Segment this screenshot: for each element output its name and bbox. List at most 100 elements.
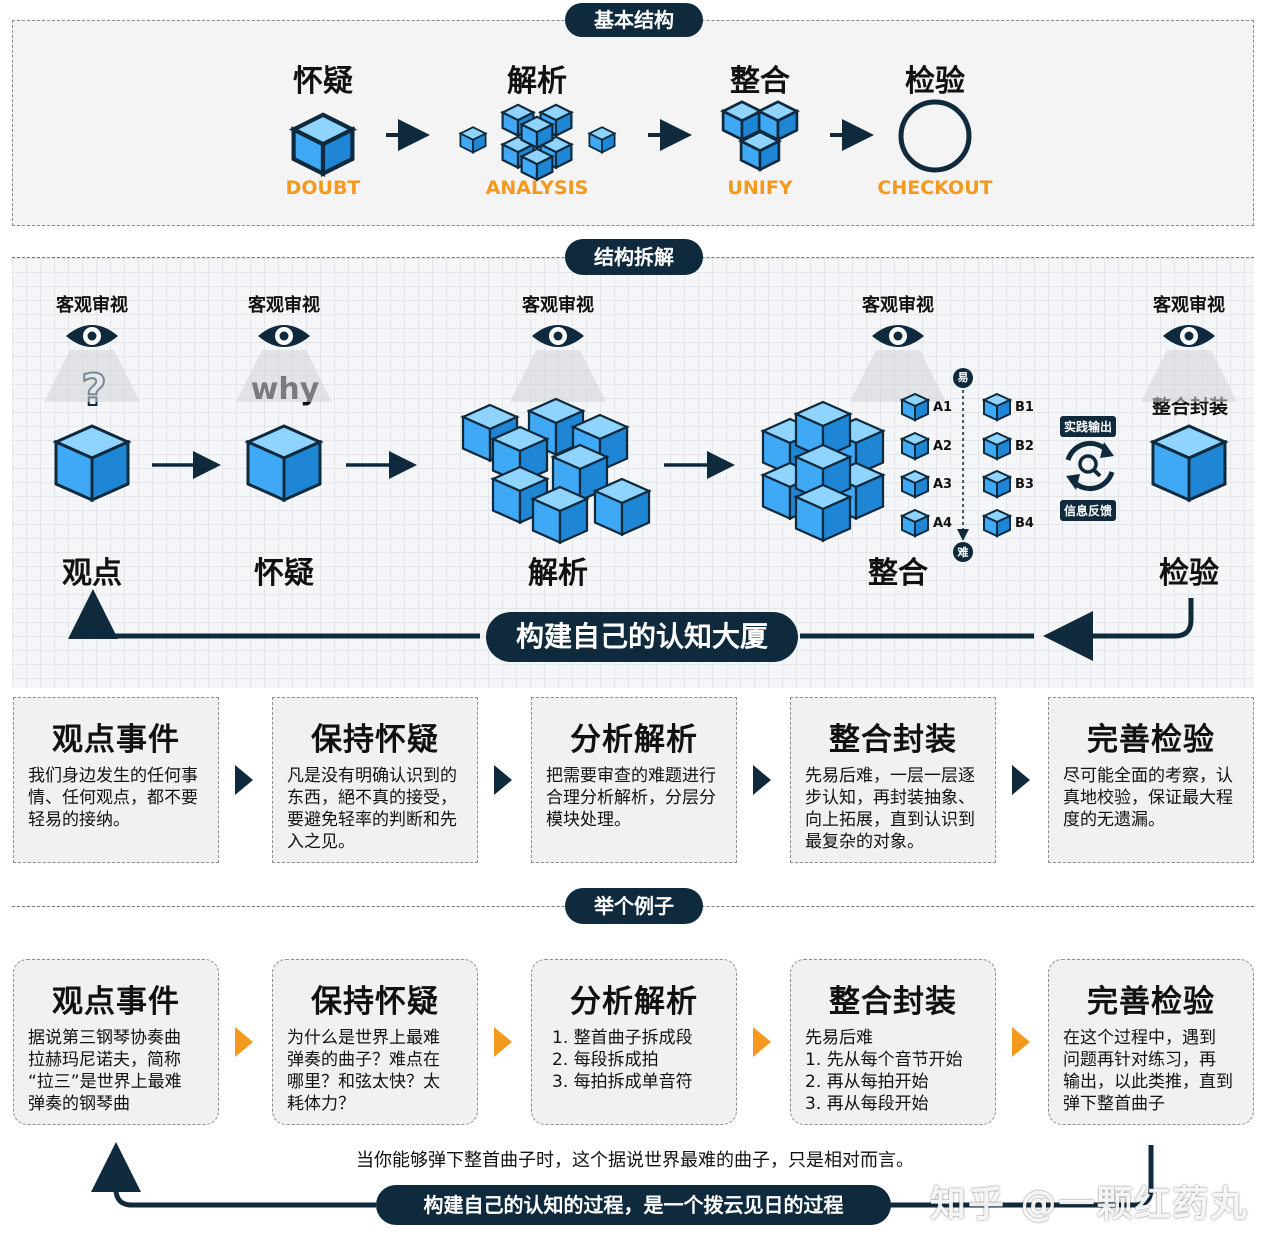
loop-arrow-icon [890, 1145, 1154, 1208]
small-cube-icon [983, 432, 1011, 460]
label-b3: B3 [1015, 477, 1034, 492]
card-title: 完善检验 [1087, 984, 1215, 1020]
card-checkout: 完善检验 尽可能全面的考察，认真地校验，保证最大程度的无遗漏。 [1048, 697, 1254, 863]
example-card-doubt: 保持怀疑 为什么是世界上最难弹奏的曲子？难点在哪里？和弦太快？太耗体力？ [272, 959, 478, 1125]
cube-icon [1151, 424, 1227, 502]
observe-label: 客观审视 [1153, 295, 1225, 316]
stage-unify: 整合 [868, 556, 928, 591]
label-a1: A1 [933, 400, 953, 415]
chevron-right-icon [1012, 765, 1030, 795]
step-unify-en: UNIFY [727, 177, 793, 199]
small-cube-icon [901, 470, 929, 498]
card-unify: 整合封装 先易后难，一层一层逐步认知，再封装抽象、向上拓展，直到认识到最复杂的对… [790, 697, 996, 863]
cube-icon [246, 424, 322, 502]
exploded-cube-cluster-icon [461, 397, 651, 544]
card-analysis: 分析解析 把需要审查的难题进行合理分析解析，分层分模块处理。 [531, 697, 737, 863]
example-card-checkout: 完善检验 在这个过程中，遇到问题再针对练习，再输出，以此类推，直到弹下整首曲子 [1048, 959, 1254, 1125]
card-body: 我们身边发生的任何事情、任何观点，都不要轻易的接纳。 [28, 766, 198, 830]
label-a3: A3 [933, 477, 953, 492]
section-title-example: 举个例子 [565, 888, 703, 924]
eye-icon [532, 325, 584, 347]
observe-label: 客观审视 [248, 295, 320, 316]
loop-arrow-icon [91, 1142, 376, 1208]
easy-label: 易 [957, 371, 969, 384]
card-body: 据说第三钢琴协奏曲拉赫玛尼诺夫，简称“拉三”是世界上最难弹奏的钢琴曲 [28, 1028, 182, 1114]
step-checkout-title: 检验 [905, 64, 965, 99]
section-title-breakdown: 结构拆解 [565, 239, 703, 275]
observe-label: 客观审视 [56, 295, 128, 316]
step-analysis-title: 解析 [507, 64, 567, 99]
step-doubt-title: 怀疑 [293, 64, 353, 99]
chevron-right-icon [235, 765, 253, 795]
small-cube-icon [983, 393, 1011, 421]
small-cube-icon [983, 470, 1011, 498]
card-title: 整合封装 [829, 722, 957, 758]
eye-icon [872, 325, 924, 347]
observe-label: 客观审视 [522, 295, 594, 316]
card-body: 先易后难，一层一层逐步认知，再封装抽象、向上拓展，直到认识到最复杂的对象。 [805, 766, 975, 852]
card-title: 保持怀疑 [311, 722, 439, 758]
eye-icon [1163, 325, 1215, 347]
step-analysis-en: ANALYSIS [485, 177, 589, 199]
refresh-search-icon [1065, 440, 1115, 492]
section-title-basic: 基本结构 [565, 3, 703, 37]
cube-cluster-icon [459, 103, 616, 181]
card-title: 分析解析 [570, 984, 698, 1020]
stage-checkout: 检验 [1159, 556, 1219, 591]
chevron-right-icon [753, 1027, 771, 1057]
practice-output-tag: 实践输出 [1060, 416, 1117, 437]
stage-doubt: 怀疑 [254, 556, 314, 591]
card-title: 保持怀疑 [311, 984, 439, 1020]
basic-structure-graphics [0, 99, 972, 181]
label-b1: B1 [1015, 400, 1034, 415]
card-keep-doubt: 保持怀疑 凡是没有明确认识到的东西，絕不真的接受，要避免轻率的判断和先入之见。 [272, 697, 478, 863]
banner-cognitive-building: 构建自己的认知大厦 [486, 612, 798, 662]
card-title: 完善检验 [1087, 722, 1215, 758]
loop-arrow-icon [1043, 598, 1194, 661]
stage-analysis: 解析 [528, 556, 588, 591]
breakdown-graphics [44, 325, 1237, 661]
eye-icon [258, 325, 310, 347]
conclusion-text: 当你能够弹下整首曲子时，这个据说世界最难的曲子，只是相对而言。 [356, 1150, 914, 1171]
circle-icon [898, 99, 972, 173]
banner-cognitive-process: 构建自己的认知的过程，是一个拨云见日的过程 [376, 1185, 891, 1225]
card-viewpoint-event: 观点事件 我们身边发生的任何事情、任何观点，都不要轻易的接纳。 [13, 697, 219, 863]
card-title: 分析解析 [570, 722, 698, 758]
example-card-viewpoint: 观点事件 据说第三钢琴协奏曲拉赫玛尼诺夫，简称“拉三”是世界上最难弹奏的钢琴曲 [13, 959, 219, 1125]
stage-viewpoint: 观点 [62, 556, 122, 591]
basic-structure-panel [12, 20, 1254, 226]
feedback-tag: 信息反馈 [1060, 500, 1117, 521]
small-cube-icon [901, 432, 929, 460]
cube-icon [294, 115, 353, 174]
small-cube-icon [983, 509, 1011, 537]
card-body: 尽可能全面的考察，认真地校验，保证最大程度的无遗漏。 [1063, 766, 1233, 830]
card-body: 把需要审查的难题进行合理分析解析，分层分模块处理。 [546, 766, 716, 830]
cube-icon [54, 424, 130, 502]
chevron-right-icon [494, 765, 512, 795]
label-b2: B2 [1015, 439, 1034, 454]
chevron-right-icon [1012, 1027, 1030, 1057]
card-body: 在这个过程中，遇到问题再针对练习，再输出，以此类推，直到弹下整首曲子 [1063, 1028, 1233, 1114]
step-doubt-en: DOUBT [285, 177, 361, 199]
card-title: 观点事件 [52, 722, 180, 758]
small-cube-icon [901, 393, 929, 421]
card-title: 整合封装 [829, 984, 957, 1020]
card-title: 观点事件 [52, 984, 180, 1020]
cube-unify-icon [721, 100, 799, 171]
label-b4: B4 [1015, 516, 1034, 531]
chevron-right-icon [235, 1027, 253, 1057]
eye-icon [66, 325, 118, 347]
observe-label: 客观审视 [862, 295, 934, 316]
small-cube-icon [901, 509, 929, 537]
bottom-loop-graphics [91, 1142, 1154, 1208]
watermark: 知乎 @一颗红药丸 [930, 1184, 1249, 1225]
unified-cube-cluster-icon [761, 400, 885, 542]
step-unify-title: 整合 [730, 64, 790, 99]
hard-label: 难 [957, 546, 969, 559]
chevron-right-icon [494, 1027, 512, 1057]
card-body: 凡是没有明确认识到的东西，絕不真的接受，要避免轻率的判断和先入之见。 [287, 766, 457, 852]
